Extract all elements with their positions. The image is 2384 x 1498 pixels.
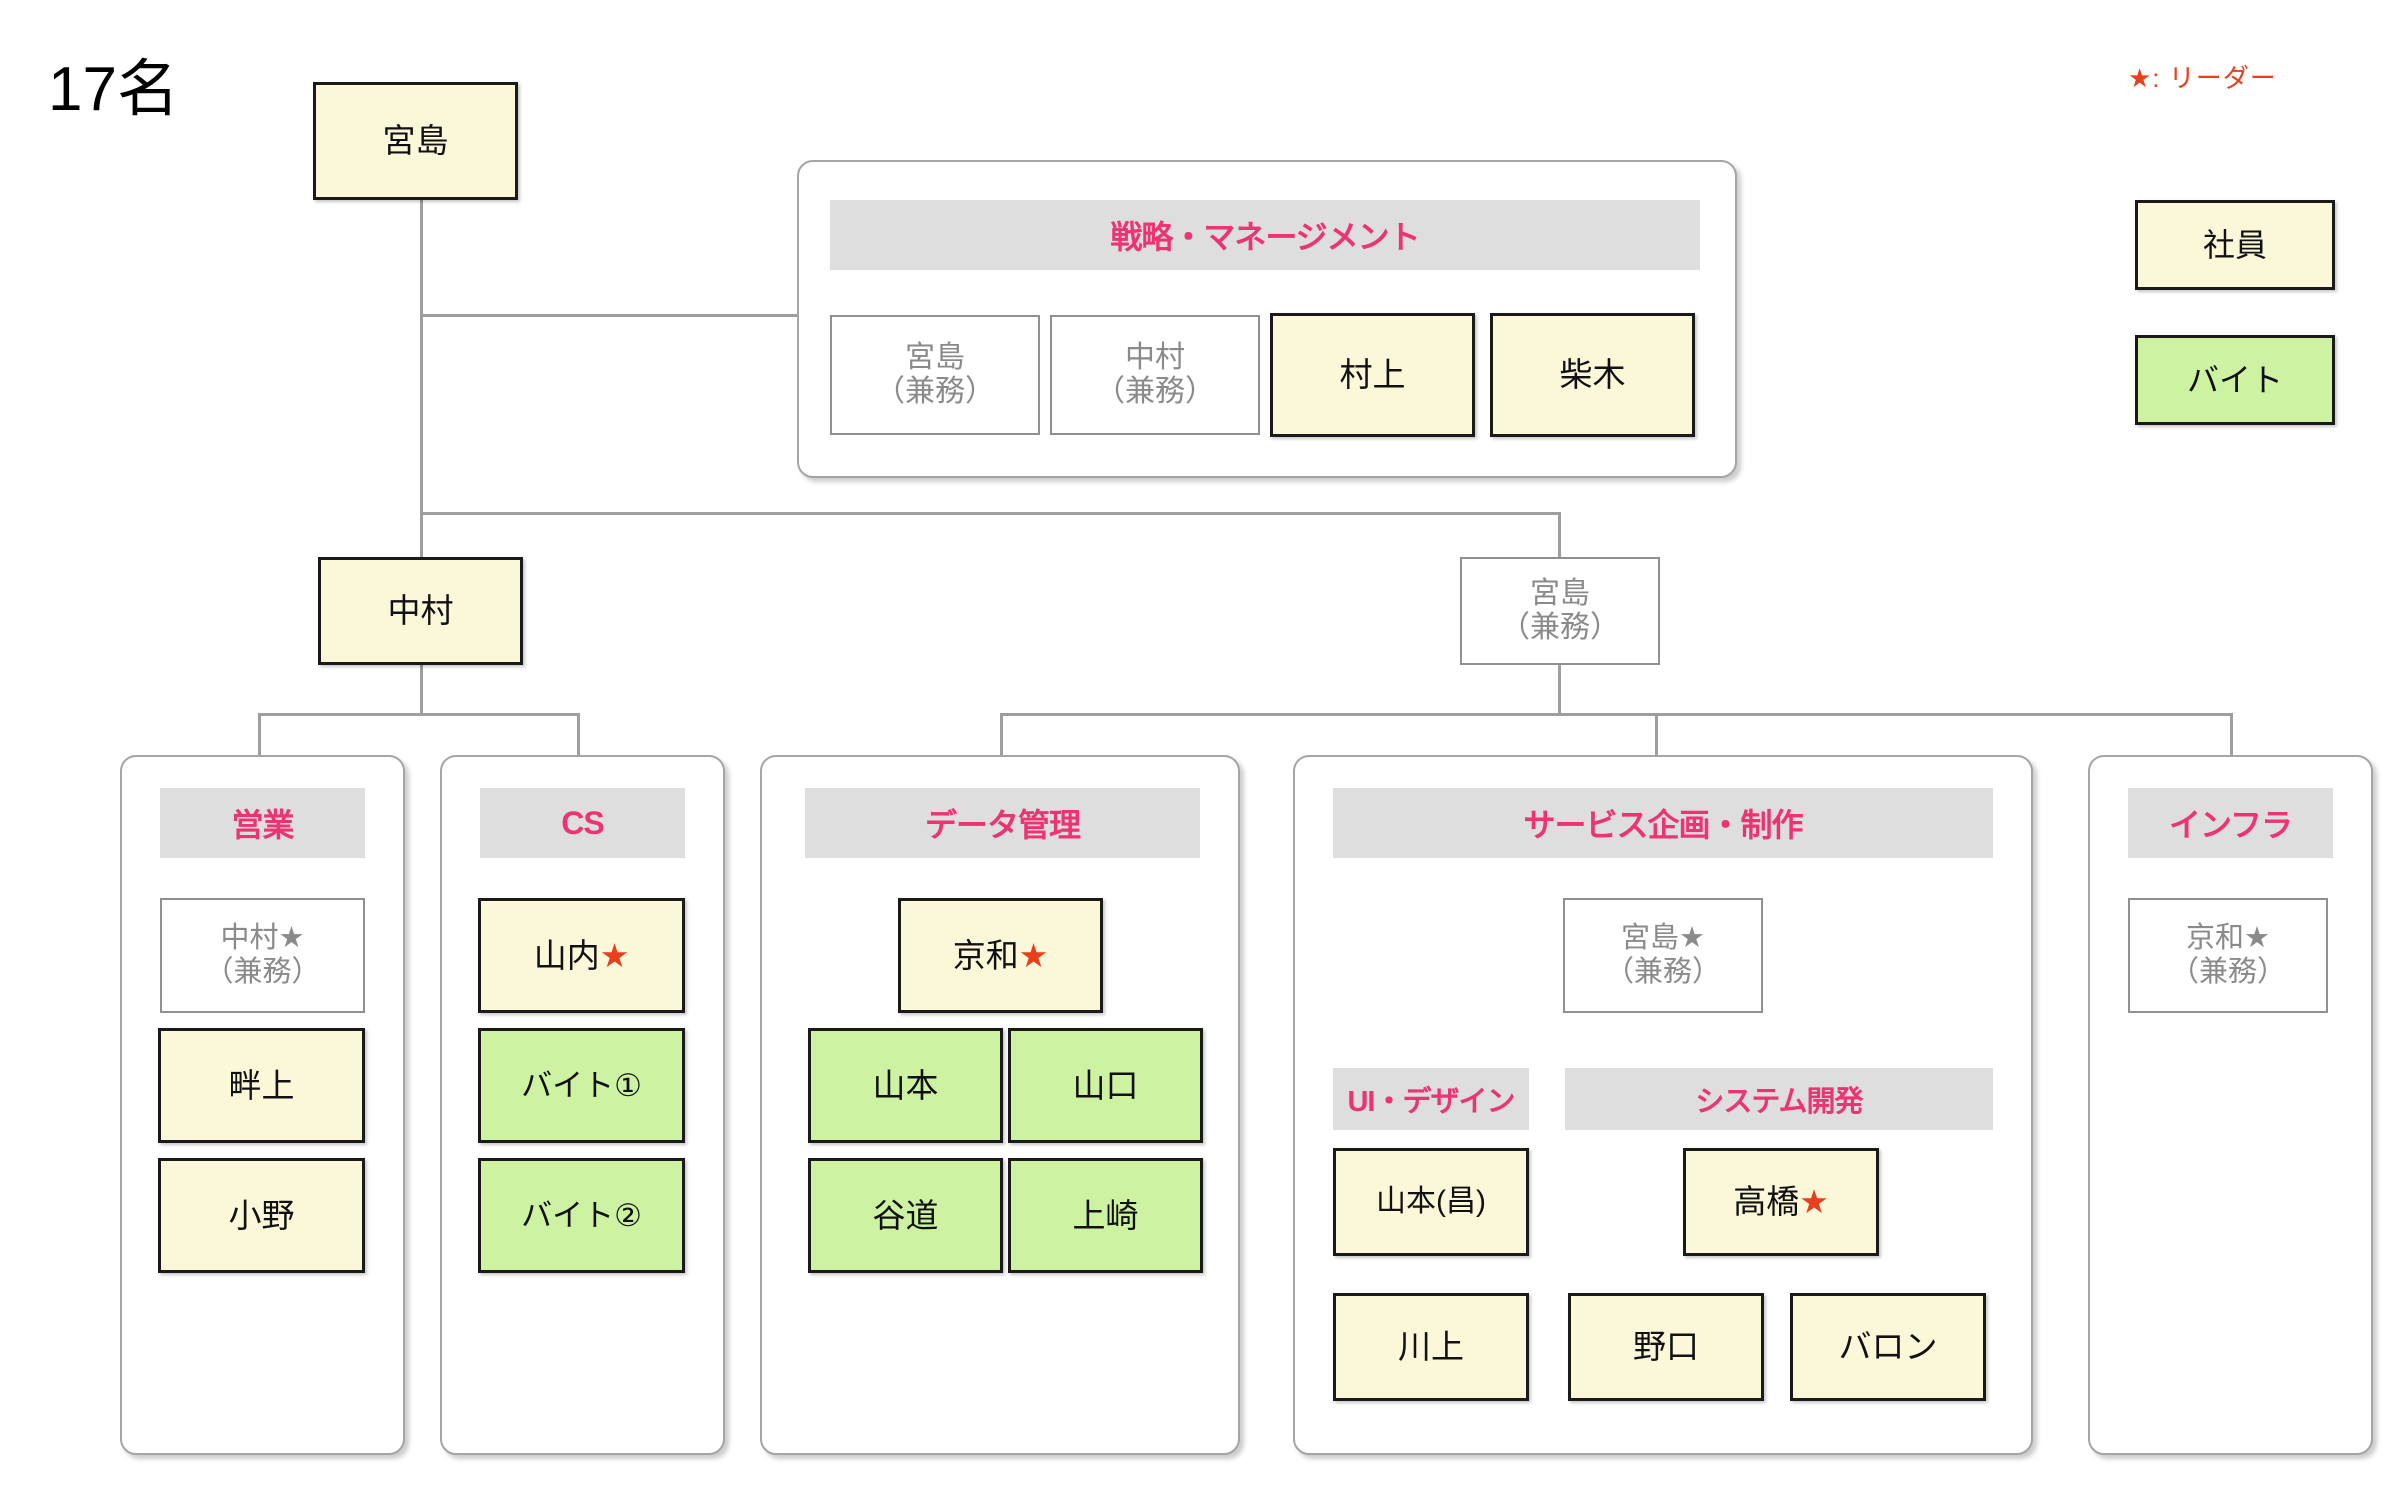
person-box-right-manager[interactable]: 宮島 （兼務） xyxy=(1460,557,1660,665)
dept-header-cs: CS xyxy=(480,788,685,858)
group-header-label: 戦略・マネージメント xyxy=(1110,219,1420,255)
person-name: 村上 xyxy=(1339,356,1406,394)
connector-ceo-to-strategy xyxy=(420,314,800,317)
person-box-cs-0[interactable]: 山内★ xyxy=(478,898,685,1013)
subgroup-header-ui-design: UI・デザイン xyxy=(1333,1068,1529,1130)
person-box-data-3[interactable]: 上崎 xyxy=(1008,1158,1203,1273)
dept-header-label: 営業 xyxy=(231,807,294,843)
dept-header-data: データ管理 xyxy=(805,788,1200,858)
legend-box-employee: 社員 xyxy=(2135,200,2335,290)
dept-header-label: インフラ xyxy=(2168,807,2293,843)
person-name: 山口 xyxy=(1072,1066,1139,1104)
person-box-ceo[interactable]: 宮島 xyxy=(313,82,518,200)
person-name: 山本(昌) xyxy=(1376,1184,1486,1218)
person-name: 宮島 （兼務） xyxy=(875,340,995,409)
leader-star-icon: ★ xyxy=(278,922,305,955)
connector-to-dept-cs xyxy=(577,713,580,757)
person-label: 山内★ xyxy=(533,936,630,974)
connector-ceo-to-right-manager xyxy=(420,512,1560,515)
person-box-ui-1[interactable]: 川上 xyxy=(1333,1293,1529,1401)
dept-header-sales: 営業 xyxy=(160,788,365,858)
person-box-service-lead[interactable]: 宮島★（兼務） xyxy=(1563,898,1763,1013)
connector-to-dept-infra xyxy=(2230,713,2233,757)
connector-right-manager-bar xyxy=(1000,713,2233,716)
legend-leader: ★: リーダー xyxy=(2128,58,2277,95)
leader-star-icon: ★: xyxy=(2128,63,2161,93)
connector-to-dept-data xyxy=(1000,713,1003,757)
person-name: 柴木 xyxy=(1559,356,1626,394)
person-name: 上崎 xyxy=(1072,1196,1139,1234)
person-name: 野口 xyxy=(1633,1328,1699,1366)
person-name: バイト② xyxy=(521,1197,642,1233)
person-label: 京和★（兼務） xyxy=(2169,922,2286,988)
dept-header-label: CS xyxy=(561,804,604,841)
person-box-data-0[interactable]: 山本 xyxy=(808,1028,1003,1143)
subgroup-header-label: UI・デザイン xyxy=(1347,1086,1515,1118)
legend-parttime-label: バイト xyxy=(2186,361,2283,398)
subgroup-header-system-dev: システム開発 xyxy=(1565,1068,1993,1130)
leader-star-icon: ★ xyxy=(2244,922,2270,955)
person-box-strategy-3[interactable]: 柴木 xyxy=(1490,313,1695,437)
subgroup-header-label: システム開発 xyxy=(1695,1086,1863,1118)
person-name: 川上 xyxy=(1398,1328,1464,1366)
page-title-headcount: 17名 xyxy=(48,55,179,124)
person-box-left-manager[interactable]: 中村 xyxy=(318,557,523,665)
person-box-strategy-0[interactable]: 宮島 （兼務） xyxy=(830,315,1040,435)
person-box-infra-0[interactable]: 京和★（兼務） xyxy=(2128,898,2328,1013)
person-box-strategy-2[interactable]: 村上 xyxy=(1270,313,1475,437)
person-box-sysdev-2[interactable]: バロン xyxy=(1790,1293,1986,1401)
connector-to-dept-service xyxy=(1655,713,1658,757)
person-name: バイト① xyxy=(521,1067,642,1103)
leader-star-icon: ★ xyxy=(599,936,630,974)
person-name: 中村 xyxy=(387,592,454,630)
person-name: 山本 xyxy=(872,1066,939,1104)
person-box-ui-0[interactable]: 山本(昌) xyxy=(1333,1148,1529,1256)
dept-header-label: データ管理 xyxy=(924,807,1081,843)
person-name: 谷道 xyxy=(872,1196,939,1234)
person-label: 京和★ xyxy=(952,936,1049,974)
person-box-cs-1[interactable]: バイト① xyxy=(478,1028,685,1143)
connector-left-manager-down xyxy=(420,665,423,715)
legend-employee-label: 社員 xyxy=(2202,226,2267,263)
connector-right-manager-down xyxy=(1558,665,1561,715)
person-name: 畔上 xyxy=(228,1066,295,1104)
dept-header-label: サービス企画・制作 xyxy=(1523,807,1803,843)
person-label: 宮島★（兼務） xyxy=(1604,922,1721,988)
person-box-strategy-1[interactable]: 中村 （兼務） xyxy=(1050,315,1260,435)
legend-leader-label: リーダー xyxy=(2168,63,2277,93)
connector-left-manager-bar xyxy=(258,713,580,716)
person-box-data-2[interactable]: 谷道 xyxy=(808,1158,1003,1273)
person-box-sales-0[interactable]: 中村★（兼務） xyxy=(160,898,365,1013)
person-box-data-lead[interactable]: 京和★ xyxy=(898,898,1103,1013)
person-box-sales-1[interactable]: 畔上 xyxy=(158,1028,365,1143)
person-box-sysdev-0[interactable]: 高橋★ xyxy=(1683,1148,1879,1256)
person-name: 宮島 xyxy=(382,122,449,160)
person-name: バロン xyxy=(1838,1328,1938,1366)
leader-star-icon: ★ xyxy=(1799,1183,1829,1221)
group-header-strategy: 戦略・マネージメント xyxy=(830,200,1700,270)
leader-star-icon: ★ xyxy=(1679,922,1705,955)
person-name: 小野 xyxy=(228,1196,295,1234)
person-box-sales-2[interactable]: 小野 xyxy=(158,1158,365,1273)
connector-ceo-spine xyxy=(420,200,423,715)
person-label: 高橋★ xyxy=(1733,1183,1829,1221)
person-box-cs-2[interactable]: バイト② xyxy=(478,1158,685,1273)
person-box-sysdev-1[interactable]: 野口 xyxy=(1568,1293,1764,1401)
person-label: 中村★（兼務） xyxy=(204,922,321,988)
person-name: 中村 （兼務） xyxy=(1095,340,1215,409)
dept-panel-infra xyxy=(2088,755,2373,1455)
dept-header-service: サービス企画・制作 xyxy=(1333,788,1993,858)
legend-box-parttime: バイト xyxy=(2135,335,2335,425)
connector-to-dept-sales xyxy=(258,713,261,757)
person-box-data-1[interactable]: 山口 xyxy=(1008,1028,1203,1143)
person-name: 宮島 （兼務） xyxy=(1500,576,1620,645)
dept-header-infra: インフラ xyxy=(2128,788,2333,858)
connector-right-manager-drop xyxy=(1558,512,1561,557)
leader-star-icon: ★ xyxy=(1018,936,1049,974)
